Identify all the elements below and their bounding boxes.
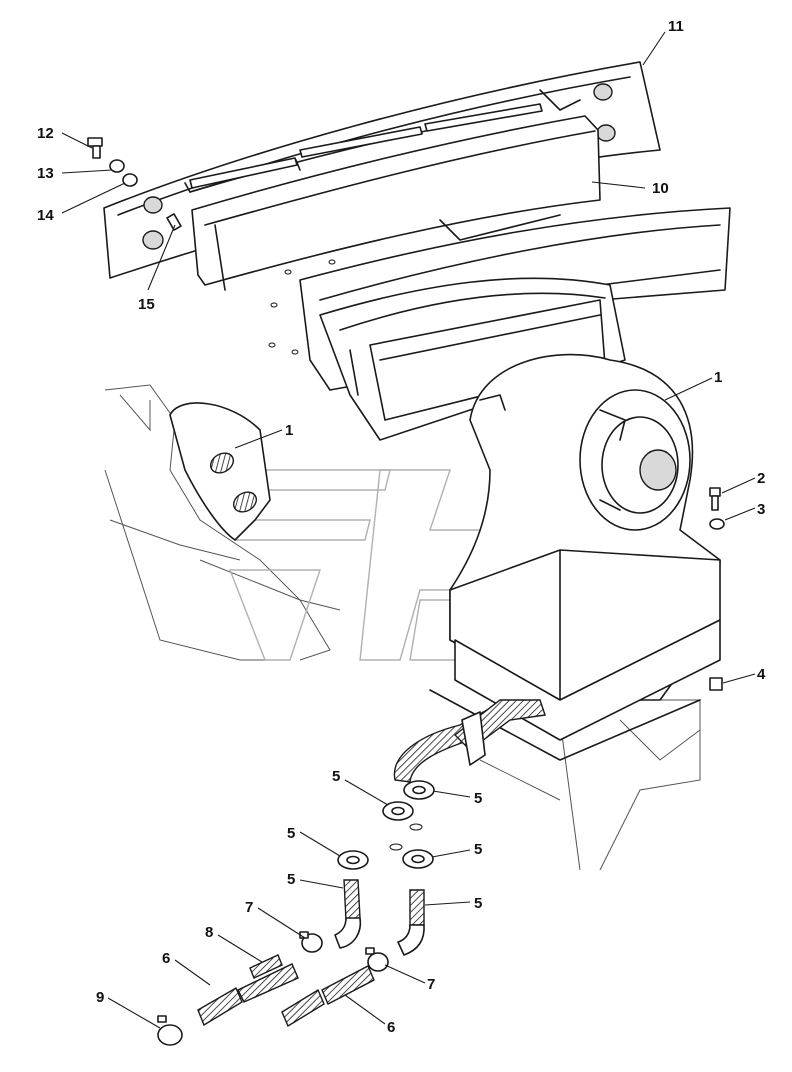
callout-8: 8 <box>205 924 213 941</box>
callout-3: 3 <box>757 501 765 518</box>
callout-7-a: 7 <box>245 899 253 916</box>
callout-10: 10 <box>652 180 669 197</box>
callout-14: 14 <box>37 207 54 224</box>
callout-7-b: 7 <box>427 976 435 993</box>
callout-labels: 11 12 13 14 10 15 1 1 2 3 4 5 5 5 5 5 5 … <box>37 18 766 1036</box>
callout-5-a: 5 <box>332 768 340 785</box>
callout-5-c: 5 <box>287 825 295 842</box>
blower-duct-assembly <box>319 277 721 761</box>
callout-9: 9 <box>96 989 104 1006</box>
callout-5-f: 5 <box>474 895 482 912</box>
hose-pieces <box>197 954 375 1028</box>
callout-1-panel: 1 <box>285 422 293 439</box>
callout-5-b: 5 <box>474 790 482 807</box>
callout-4: 4 <box>757 666 766 683</box>
callout-2: 2 <box>757 470 765 487</box>
control-panel-with-knobs <box>169 402 271 541</box>
callout-12: 12 <box>37 125 54 142</box>
leader-lines <box>61 31 756 1029</box>
callout-11: 11 <box>668 18 684 35</box>
washers-5 <box>337 780 435 870</box>
callout-15: 15 <box>138 296 155 313</box>
filter-frame-10 <box>191 115 601 291</box>
callout-6-b: 6 <box>387 1019 395 1036</box>
locating-pins <box>268 259 336 355</box>
callout-1-blower: 1 <box>714 369 722 386</box>
elbow-fittings <box>334 879 425 956</box>
callout-5-d: 5 <box>474 841 482 858</box>
callout-6-a: 6 <box>162 950 170 967</box>
fasteners <box>87 137 725 691</box>
callout-5-e: 5 <box>287 871 295 888</box>
heater-hoses <box>393 699 546 783</box>
callout-13: 13 <box>37 165 54 182</box>
